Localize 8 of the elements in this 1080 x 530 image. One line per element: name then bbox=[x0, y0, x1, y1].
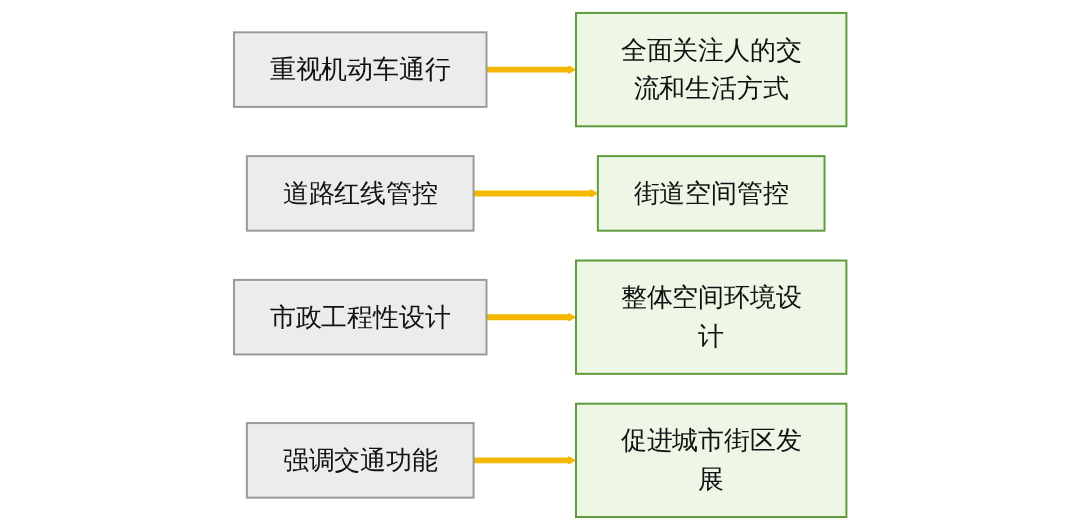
node-box: 全面关注人的交流和生活方式 bbox=[574, 11, 848, 128]
node-box: 市政工程性设计 bbox=[232, 278, 488, 356]
node-box: 街道空间管控 bbox=[596, 155, 826, 232]
node-box: 促进城市街区发展 bbox=[574, 402, 848, 519]
node-box: 整体空间环境设计 bbox=[574, 259, 848, 375]
node-box: 强调交通功能 bbox=[245, 422, 475, 499]
node-box: 重视机动车通行 bbox=[232, 31, 488, 108]
node-box: 道路红线管控 bbox=[245, 155, 475, 232]
